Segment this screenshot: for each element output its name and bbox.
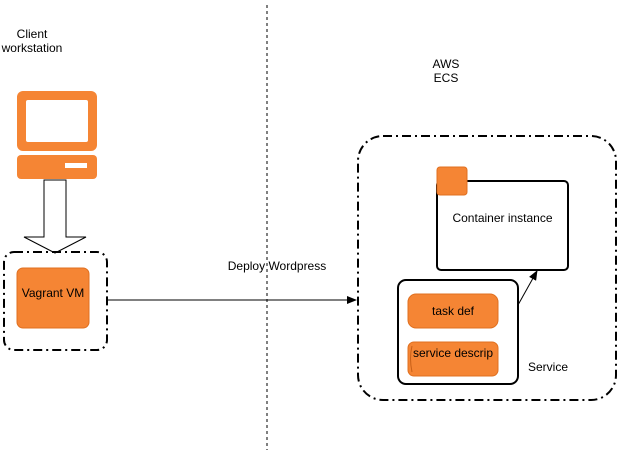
container-instance-box — [436, 180, 569, 271]
container-instance-label: Container instance — [452, 211, 553, 225]
deploy-wordpress-label: Deploy Wordpress — [227, 259, 327, 273]
aws-label-line2: ECS — [433, 71, 459, 85]
aws-ecs-label: AWS ECS — [420, 57, 472, 85]
computer-workstation-icon — [17, 91, 97, 179]
container-badge-icon — [436, 166, 468, 196]
vagrant-vm-label: Vagrant VM — [21, 286, 85, 300]
task-def-box — [407, 293, 499, 329]
service-descrip-label: service descrip — [412, 346, 494, 360]
service-label: Service — [527, 360, 568, 374]
service-to-instance-arrow — [517, 270, 538, 306]
vagrant-container — [3, 251, 108, 351]
service-descrip-box — [407, 341, 499, 377]
aws-label-line1: AWS — [432, 57, 460, 71]
client-label-line2: workstation — [1, 41, 63, 55]
vagrant-vm-box — [16, 267, 90, 329]
down-arrow — [23, 179, 87, 254]
task-def-label: task def — [431, 304, 475, 318]
client-label: Client workstation — [0, 27, 64, 55]
client-label-line1: Client — [16, 27, 48, 41]
aws-ecs-container — [357, 135, 617, 401]
